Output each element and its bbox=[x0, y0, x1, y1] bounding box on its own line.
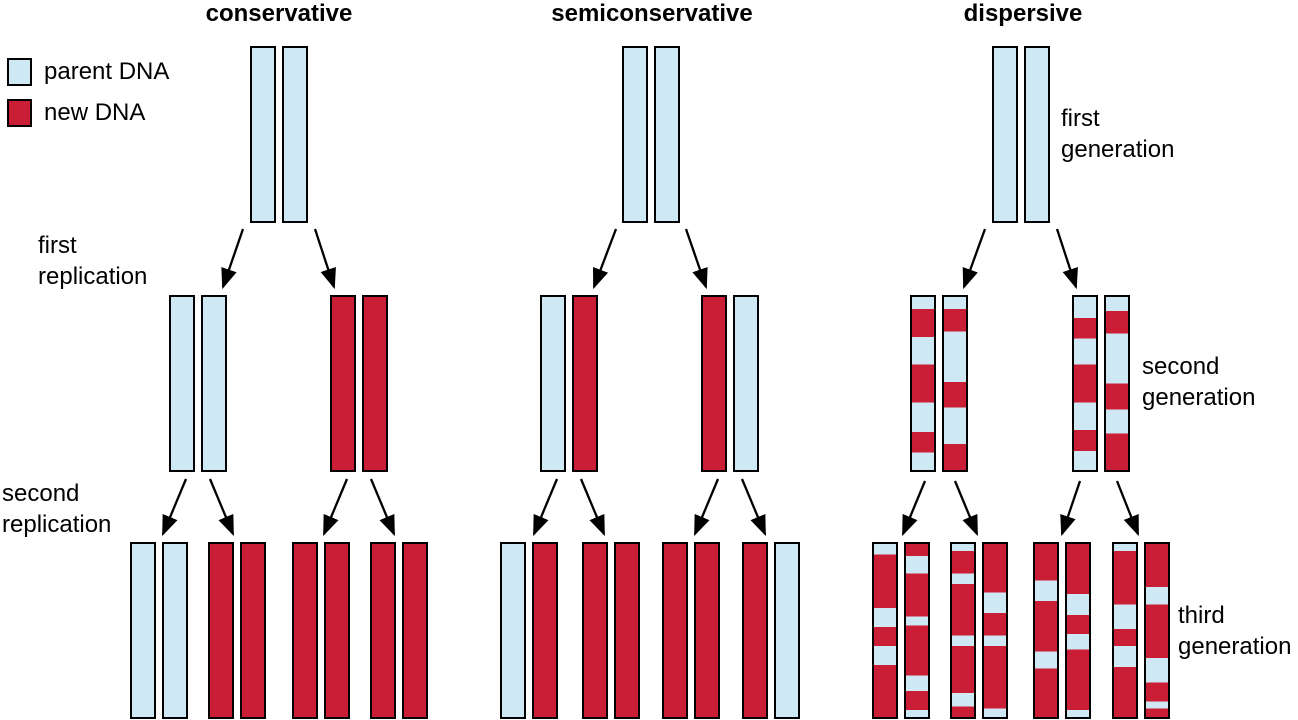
dna-strand-conservative-gen3-m1-s1 bbox=[130, 542, 156, 719]
dna-strand-dispersive-gen1-m1-s1 bbox=[992, 46, 1018, 223]
dna-strand-dispersive-gen3-m2-s1 bbox=[950, 542, 976, 719]
dna-strand-semiconservative-gen3-m1-s2 bbox=[532, 542, 558, 719]
dna-strand-semiconservative-gen3-m1-s1 bbox=[500, 542, 526, 719]
replication-arrow bbox=[369, 478, 396, 537]
replication-arrow bbox=[962, 228, 987, 290]
dna-strand-dispersive-gen3-m1-s2 bbox=[904, 542, 930, 719]
dna-strand-dispersive-gen1-m1-s2 bbox=[1024, 46, 1050, 223]
dna-strand-dispersive-gen3-m2-s2 bbox=[982, 542, 1008, 719]
dna-strand-conservative-gen1-m1-s2 bbox=[282, 46, 308, 223]
dna-strand-conservative-gen2-m1-s1 bbox=[169, 295, 195, 472]
replication-arrow bbox=[313, 228, 336, 290]
legend-item-new-dna: new DNA bbox=[7, 99, 169, 127]
replication-arrow bbox=[161, 478, 188, 537]
dna-strand-dispersive-gen3-m4-s2 bbox=[1144, 542, 1170, 719]
dna-strand-dispersive-gen2-m2-s1 bbox=[1072, 295, 1098, 472]
replication-arrow bbox=[901, 480, 927, 537]
dna-strand-dispersive-gen3-m3-s2 bbox=[1065, 542, 1091, 719]
dna-strand-semiconservative-gen3-m2-s1 bbox=[582, 542, 608, 719]
replication-arrow bbox=[684, 228, 708, 290]
dna-strand-dispersive-gen2-m1-s1 bbox=[910, 295, 936, 472]
dna-strand-conservative-gen3-m2-s2 bbox=[240, 542, 266, 719]
legend: parent DNA new DNA bbox=[7, 58, 169, 140]
label-first-generation: first generation bbox=[1061, 105, 1175, 163]
dna-strand-conservative-gen1-m1-s1 bbox=[250, 46, 276, 223]
dna-strand-dispersive-gen3-m1-s1 bbox=[872, 542, 898, 719]
dna-strand-dispersive-gen2-m1-s2 bbox=[942, 295, 968, 472]
dna-strand-semiconservative-gen2-m1-s1 bbox=[540, 295, 566, 472]
dna-strand-semiconservative-gen2-m1-s2 bbox=[572, 295, 598, 472]
label-third-generation: third generation bbox=[1178, 602, 1292, 660]
dna-strand-semiconservative-gen3-m4-s2 bbox=[774, 542, 800, 719]
dna-strand-conservative-gen2-m2-s1 bbox=[330, 295, 356, 472]
dna-strand-conservative-gen3-m2-s1 bbox=[208, 542, 234, 719]
replication-arrow bbox=[221, 228, 245, 290]
dna-strand-conservative-gen3-m1-s2 bbox=[162, 542, 188, 719]
column-title-conservative: conservative bbox=[205, 0, 353, 27]
parent-dna-swatch bbox=[7, 58, 32, 86]
dna-strand-dispersive-gen2-m2-s2 bbox=[1104, 295, 1130, 472]
legend-label-new-dna: new DNA bbox=[44, 99, 146, 126]
column-title-semiconservative: semiconservative bbox=[551, 0, 753, 27]
replication-arrow bbox=[1060, 480, 1082, 537]
replication-arrow bbox=[693, 478, 720, 537]
dna-strand-conservative-gen2-m1-s2 bbox=[201, 295, 227, 472]
dna-strand-semiconservative-gen3-m4-s1 bbox=[742, 542, 768, 719]
replication-arrow bbox=[740, 478, 767, 537]
replication-arrow bbox=[1115, 480, 1140, 537]
replication-arrow bbox=[208, 478, 235, 537]
dna-strand-semiconservative-gen1-m1-s2 bbox=[654, 46, 680, 223]
replication-arrow bbox=[592, 228, 618, 290]
dna-strand-dispersive-gen3-m3-s1 bbox=[1033, 542, 1059, 719]
dna-strand-conservative-gen3-m4-s2 bbox=[402, 542, 428, 719]
replication-arrow bbox=[322, 478, 349, 537]
new-dna-swatch bbox=[7, 99, 32, 127]
legend-item-parent-dna: parent DNA bbox=[7, 58, 169, 86]
legend-label-parent-dna: parent DNA bbox=[44, 58, 170, 85]
dna-strand-semiconservative-gen3-m3-s2 bbox=[694, 542, 720, 719]
replication-arrow bbox=[1055, 228, 1078, 290]
column-title-dispersive: dispersive bbox=[963, 0, 1083, 27]
dna-strand-conservative-gen2-m2-s2 bbox=[362, 295, 388, 472]
dna-strand-semiconservative-gen2-m2-s1 bbox=[701, 295, 727, 472]
replication-arrow bbox=[579, 478, 606, 537]
dna-strand-conservative-gen3-m3-s1 bbox=[292, 542, 318, 719]
dna-strand-semiconservative-gen3-m3-s1 bbox=[662, 542, 688, 719]
dna-strand-conservative-gen3-m3-s2 bbox=[324, 542, 350, 719]
dna-strand-semiconservative-gen2-m2-s2 bbox=[733, 295, 759, 472]
replication-arrow bbox=[953, 480, 979, 537]
dna-strand-dispersive-gen3-m4-s1 bbox=[1112, 542, 1138, 719]
dna-strand-semiconservative-gen1-m1-s1 bbox=[622, 46, 648, 223]
label-second-replication: second replication bbox=[2, 480, 112, 538]
dna-strand-conservative-gen3-m4-s1 bbox=[370, 542, 396, 719]
dna-strand-semiconservative-gen3-m2-s2 bbox=[614, 542, 640, 719]
label-second-generation: second generation bbox=[1142, 353, 1256, 411]
label-first-replication: first replication bbox=[38, 232, 148, 290]
replication-arrow bbox=[532, 478, 559, 537]
